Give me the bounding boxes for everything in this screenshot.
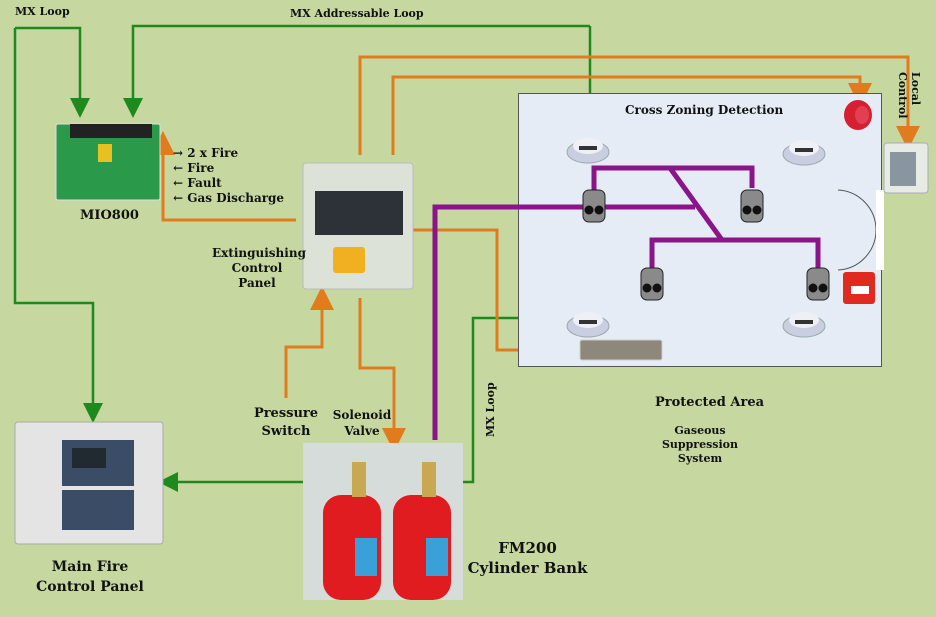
mx-addressable-loop-wire bbox=[123, 24, 590, 118]
label-line: Extinguishing bbox=[212, 246, 306, 260]
mio800-label: MIO800 bbox=[80, 208, 139, 223]
cross-zoning-label: Cross Zoning Detection bbox=[625, 103, 784, 117]
pressure-switch-label: Pressure Switch bbox=[250, 405, 322, 441]
label-line: Local bbox=[909, 72, 922, 106]
nozzle-port bbox=[808, 283, 818, 293]
pipework-branch-bottom bbox=[649, 237, 821, 268]
control-wire-mio bbox=[151, 131, 296, 222]
protected-area-label: Protected Area bbox=[655, 395, 765, 410]
nozzle-port bbox=[742, 205, 752, 215]
mio-io-item: ← Fire bbox=[173, 161, 215, 175]
smoke-detector-vents bbox=[579, 320, 597, 324]
nozzle-port bbox=[752, 205, 762, 215]
mio-io-item: ← Gas Discharge bbox=[173, 191, 285, 205]
nozzle-port bbox=[594, 205, 604, 215]
label-line: Main Fire bbox=[51, 559, 129, 575]
manual-release-button bbox=[333, 247, 365, 273]
main-panel-screen bbox=[72, 448, 106, 468]
label-line: Pressure bbox=[253, 406, 319, 421]
label-line: Control Panel bbox=[231, 261, 283, 290]
cylinder-valve bbox=[422, 462, 436, 497]
mx-loop-wire-main bbox=[13, 28, 103, 423]
siren-cone bbox=[855, 106, 869, 124]
label-line: Solenoid bbox=[332, 408, 392, 422]
nozzle-icon bbox=[582, 189, 606, 223]
mx-loop-wire bbox=[15, 26, 90, 118]
io-relay bbox=[98, 144, 112, 162]
smoke-detector-vents bbox=[579, 146, 597, 150]
mio-io-item: → 2 x Fire bbox=[173, 146, 239, 160]
mio-io-item: ← Fault bbox=[173, 176, 222, 190]
mx-loop-vertical-label: MX Loop bbox=[484, 382, 497, 437]
air-conditioner-icon bbox=[579, 339, 663, 361]
pipework-main bbox=[432, 204, 695, 440]
nozzle-port bbox=[652, 283, 662, 293]
fm200-label: FM200 Cylinder Bank bbox=[465, 538, 590, 578]
cylinder-label bbox=[355, 538, 377, 576]
smoke-detector-vents bbox=[795, 148, 813, 152]
door-icon bbox=[837, 189, 877, 271]
solenoid-valve-label: Solenoid Valve bbox=[330, 407, 394, 439]
cylinder-valve bbox=[352, 462, 366, 497]
main-panel-keypad bbox=[62, 490, 134, 530]
label-line: Valve bbox=[344, 424, 380, 438]
nozzle-port bbox=[642, 283, 652, 293]
nozzle-port bbox=[818, 283, 828, 293]
local-control-display bbox=[890, 152, 916, 186]
label-line: System bbox=[677, 452, 723, 465]
label-line: Gaseous Suppression bbox=[661, 424, 739, 451]
nozzle-icon bbox=[806, 267, 830, 301]
extinguishing-panel-label: Extinguishing Control Panel bbox=[212, 246, 306, 291]
main-panel-label: Main Fire Control Panel bbox=[25, 557, 155, 597]
label-line: FM200 bbox=[498, 539, 557, 557]
mx-addressable-loop-label: MX Addressable Loop bbox=[290, 7, 424, 20]
nozzle-icon bbox=[640, 267, 664, 301]
doorway bbox=[876, 190, 884, 270]
control-wire-local bbox=[358, 55, 920, 155]
label-line: Switch bbox=[261, 424, 311, 439]
local-control-label: Local Control bbox=[896, 72, 922, 118]
io-terminal-block bbox=[70, 124, 152, 138]
nozzle-icon bbox=[740, 189, 764, 223]
control-panel-display bbox=[315, 191, 403, 235]
label-line: Control bbox=[896, 72, 909, 119]
cylinder-label bbox=[426, 538, 448, 576]
system-name-label: Gaseous Suppression System bbox=[640, 424, 760, 466]
pressure-switch-wire bbox=[284, 286, 334, 398]
control-wire-sounder bbox=[391, 75, 872, 155]
solenoid-valve-wire bbox=[358, 298, 406, 452]
smoke-detector-vents bbox=[795, 320, 813, 324]
label-line: Control Panel bbox=[36, 579, 144, 595]
nozzle-port bbox=[584, 205, 594, 215]
call-point-glass bbox=[851, 286, 869, 294]
pipework-diagonal bbox=[667, 166, 725, 242]
mx-loop-label: MX Loop bbox=[15, 5, 70, 18]
label-line: Cylinder Bank bbox=[467, 559, 588, 577]
mio-io-list: → 2 x Fire ← Fire ← Fault ← Gas Discharg… bbox=[173, 146, 284, 206]
